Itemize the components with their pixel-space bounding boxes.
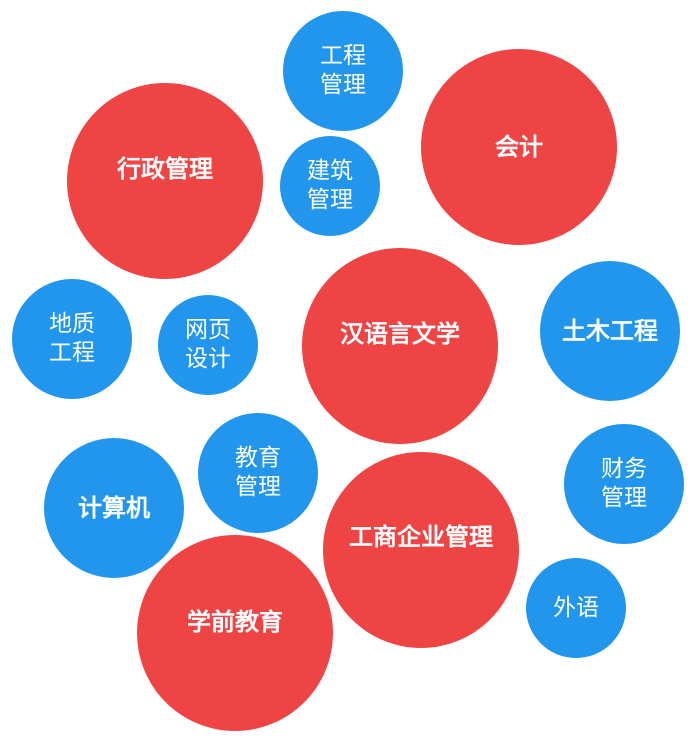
bubble-caiwu-guanli: 财务管理 bbox=[564, 424, 684, 544]
bubble-label: 工程 bbox=[320, 43, 366, 70]
bubble-label: 教育 bbox=[235, 445, 281, 472]
bubble-gongshang-qiye-guanli: 工商企业管理 bbox=[323, 452, 519, 648]
bubble-label: 地质 bbox=[49, 311, 95, 338]
bubble-label: 财务 bbox=[601, 456, 647, 483]
bubble-gongcheng-guanli: 工程管理 bbox=[283, 11, 403, 131]
bubble-jianzhu-guanli: 建筑管理 bbox=[280, 136, 380, 236]
bubble-label: 工程 bbox=[49, 340, 95, 366]
bubble-label: 工商企业管理 bbox=[349, 523, 493, 551]
bubble-label: 管理 bbox=[320, 72, 366, 98]
bubble-tumu-gongcheng: 土木工程 bbox=[540, 261, 680, 401]
bubble-label: 计算机 bbox=[78, 494, 150, 522]
bubble-xueqian-jiaoyu: 学前教育 bbox=[137, 535, 333, 731]
bubble-label: 外语 bbox=[553, 594, 599, 621]
bubble-kuaiji: 会计 bbox=[421, 49, 617, 245]
bubble-label: 学前教育 bbox=[187, 608, 283, 636]
bubble-label: 建筑 bbox=[307, 158, 353, 185]
bubble-wangye-sheji: 网页设计 bbox=[158, 295, 258, 395]
bubble-jiaoyu-guanli: 教育管理 bbox=[198, 413, 318, 533]
bubble-label: 网页 bbox=[185, 317, 231, 344]
bubble-label: 管理 bbox=[235, 474, 281, 500]
bubble-label: 行政管理 bbox=[117, 155, 213, 183]
bubble-jisuanji: 计算机 bbox=[44, 438, 184, 578]
bubble-label: 管理 bbox=[307, 187, 353, 213]
bubble-label: 管理 bbox=[601, 485, 647, 511]
bubble-dizhi-gongcheng: 地质工程 bbox=[12, 279, 132, 399]
bubble-label: 土木工程 bbox=[562, 317, 658, 345]
bubble-label: 会计 bbox=[495, 133, 543, 161]
bubble-hanyuyan-wenxue: 汉语言文学 bbox=[302, 248, 498, 444]
bubble-label: 汉语言文学 bbox=[340, 320, 460, 348]
bubble-waiyu: 外语 bbox=[526, 558, 626, 658]
bubble-xingzheng-guanli: 行政管理 bbox=[67, 83, 263, 279]
bubble-label: 设计 bbox=[185, 346, 231, 372]
